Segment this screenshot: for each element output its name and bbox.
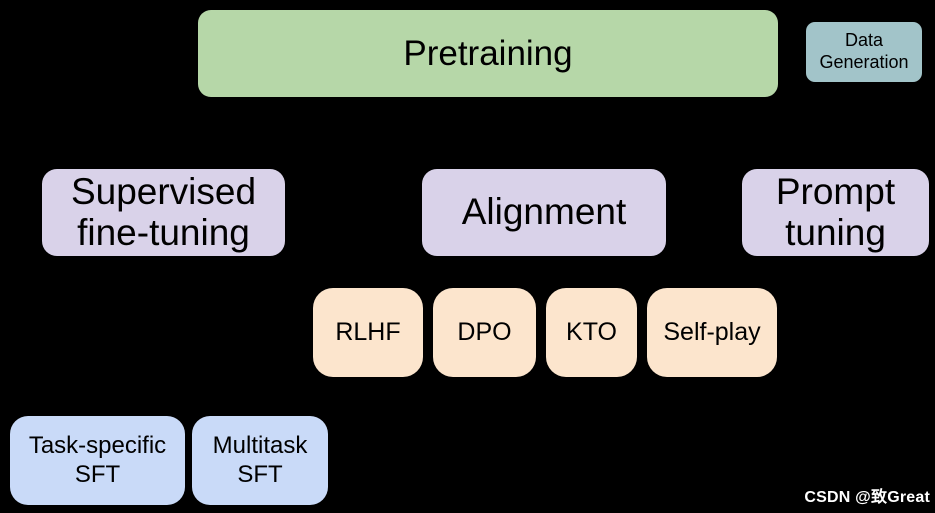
alignment-label: Alignment — [461, 191, 627, 233]
supervised-fine-tuning-box: Supervised fine-tuning — [42, 169, 285, 256]
rlhf-box: RLHF — [313, 288, 423, 377]
task-specific-sft-label-line1: Task-specific — [28, 431, 167, 459]
multitask-sft-label-line2: SFT — [237, 460, 283, 488]
prompt-tuning-box: Prompt tuning — [742, 169, 929, 256]
dpo-box: DPO — [433, 288, 536, 377]
data-generation-label-line2: Generation — [819, 52, 909, 72]
prompt-tuning-label-line2: tuning — [785, 211, 886, 253]
task-specific-sft-box: Task-specific SFT — [10, 416, 185, 505]
supervised-fine-tuning-label-line1: Supervised — [70, 170, 257, 212]
kto-box: KTO — [546, 288, 637, 377]
supervised-fine-tuning-label-line2: fine-tuning — [77, 211, 250, 253]
data-generation-label-line1: Data — [844, 30, 884, 51]
kto-label: KTO — [566, 318, 617, 346]
multitask-sft-box: Multitask SFT — [192, 416, 328, 505]
dpo-label: DPO — [457, 318, 512, 346]
self-play-label: Self-play — [663, 318, 761, 346]
multitask-sft-label-line1: Multitask — [212, 431, 308, 459]
prompt-tuning-label-line1: Prompt — [775, 170, 896, 212]
alignment-box: Alignment — [422, 169, 666, 256]
pretraining-label: Pretraining — [403, 33, 573, 73]
self-play-box: Self-play — [647, 288, 777, 377]
rlhf-label: RLHF — [335, 318, 401, 346]
csdn-watermark: CSDN @致Great — [804, 489, 930, 506]
data-generation-box: Data Generation — [806, 22, 922, 82]
pretraining-box: Pretraining — [198, 10, 778, 97]
task-specific-sft-label-line2: SFT — [74, 460, 121, 488]
